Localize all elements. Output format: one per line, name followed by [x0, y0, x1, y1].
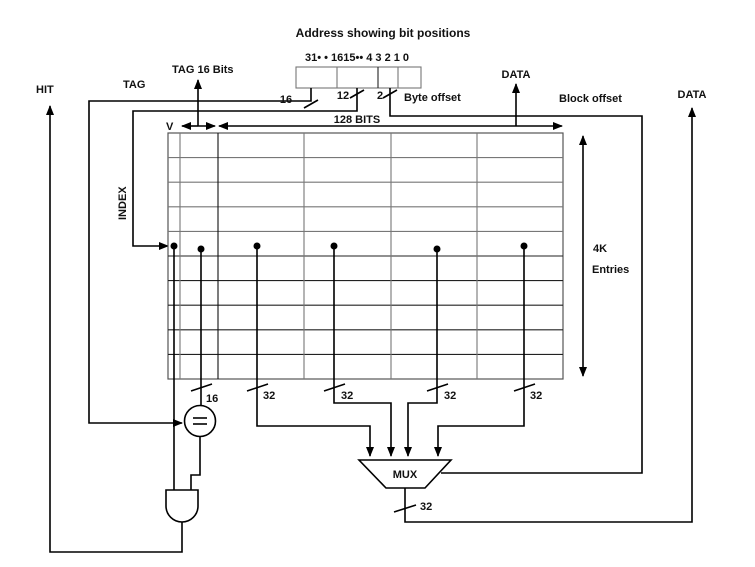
- byte-offset-label: Byte offset: [404, 92, 461, 104]
- bus-width-word3: 32: [530, 390, 542, 402]
- data-word-0-wire: [256, 246, 374, 457]
- bus-width-tag: 16: [280, 94, 292, 106]
- data-right-label: DATA: [678, 89, 707, 101]
- comparator: [183, 404, 217, 438]
- bus-slash-word0: [246, 383, 269, 392]
- index-bus-wire: [132, 88, 358, 250]
- mux: [357, 459, 453, 489]
- bus-slash-word1: [323, 383, 346, 392]
- diagram-title: Address showing bit positions: [296, 26, 471, 40]
- bus-slash-block-offset: [382, 89, 398, 99]
- data-word-3-wire: [434, 246, 525, 457]
- comparator-out-wire: [190, 437, 201, 490]
- bus-width-mux-out: 32: [420, 501, 432, 513]
- bus-width-word1: 32: [341, 390, 353, 402]
- bus-width-word2: 32: [444, 390, 456, 402]
- and-gate: [165, 489, 199, 523]
- tag-bus-wire: [88, 88, 312, 427]
- address-bit-positions: 31• • 1615•• 4 3 2 1 0: [305, 52, 409, 64]
- bus-width-index: 12: [337, 90, 349, 102]
- bus-slash-compare: [190, 383, 213, 392]
- valid-label: V: [166, 121, 174, 133]
- entries-count-label: 4K: [593, 243, 607, 255]
- bus-slash-index: [349, 89, 365, 99]
- hit-label: HIT: [36, 84, 54, 96]
- data-word-2-wire: [404, 249, 438, 457]
- bus-slash-tag: [303, 99, 319, 109]
- bus-slash-word2: [426, 383, 449, 392]
- bits-128-label: 128 BITS: [334, 114, 380, 126]
- bus-slash-mux-out: [393, 504, 417, 513]
- data-out-wire: [404, 107, 696, 523]
- bus-width-block-offset: 2: [377, 90, 383, 102]
- bus-slash-word3: [513, 383, 536, 392]
- bus-width-compare: 16: [206, 393, 218, 405]
- data-word-1-wire: [333, 246, 395, 457]
- block-offset-label: Block offset: [559, 93, 622, 105]
- entries-label: Entries: [592, 264, 629, 276]
- hit-wire: [46, 105, 183, 553]
- address-register: [295, 66, 422, 89]
- mux-label: MUX: [393, 469, 418, 481]
- bus-width-word0: 32: [263, 390, 275, 402]
- index-label: INDEX: [117, 186, 129, 220]
- tag-16-bits-label: TAG 16 Bits: [172, 64, 234, 76]
- data-top-label: DATA: [502, 69, 531, 81]
- block-offset-wire: [389, 88, 643, 474]
- tag-label: TAG: [123, 79, 145, 91]
- cache-array: [167, 132, 564, 380]
